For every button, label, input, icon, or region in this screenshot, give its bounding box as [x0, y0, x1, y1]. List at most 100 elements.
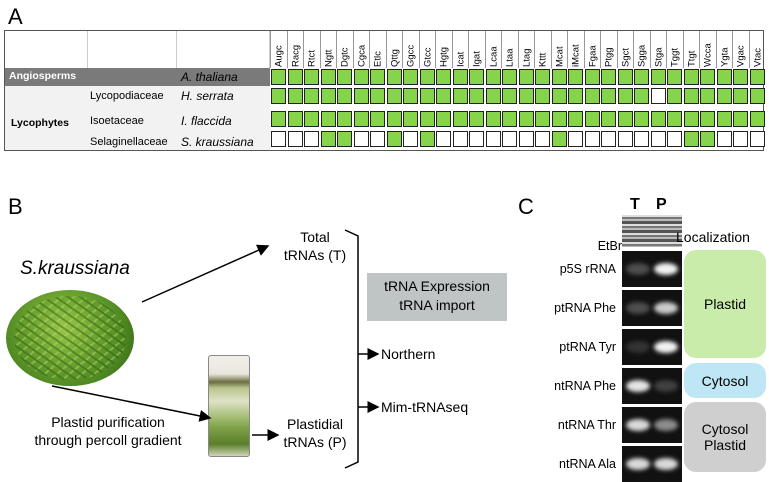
row-species-athaliana: A. thaliana [181, 70, 238, 84]
angiosperm-band [5, 68, 270, 86]
cell-present [716, 69, 732, 85]
cell-present [733, 111, 748, 127]
blot-band-p [654, 263, 678, 275]
cell-absent [304, 131, 319, 147]
cell-present [419, 111, 435, 127]
cell-absent [601, 131, 616, 147]
cell-present [320, 131, 336, 147]
column-header: Ttgt [682, 31, 700, 68]
column-header: Augc [270, 31, 287, 68]
cell-present [617, 88, 633, 104]
cell-present [551, 69, 567, 85]
column-header: Tggt [666, 31, 683, 68]
cell-present [667, 111, 682, 127]
cell-present [403, 88, 418, 104]
cell-present [287, 111, 303, 127]
cell-present [320, 69, 336, 85]
cell-present [452, 69, 468, 85]
column-header: Stga [649, 31, 667, 68]
row-species-iflaccida: I. flaccida [181, 114, 232, 128]
cell-present [403, 69, 418, 85]
northern-label: Northern [381, 346, 436, 362]
cell-present [271, 111, 286, 127]
column-header: Icat [451, 31, 469, 68]
cell-present [271, 69, 286, 85]
column-header: Vgac [732, 31, 749, 68]
cell-present [667, 88, 682, 104]
cell-present [634, 88, 649, 104]
cell-present [353, 69, 369, 85]
blot-label: p5S rRNA [559, 262, 616, 276]
arrow-to-tube [51, 385, 212, 422]
cell-present [634, 69, 649, 85]
column-header: Etlc [369, 31, 386, 68]
percoll-tube-image [208, 355, 250, 457]
cell-present [551, 111, 567, 127]
cell-present [617, 69, 633, 85]
column-header: iMcat [567, 31, 584, 68]
cell-present [650, 69, 666, 85]
column-header: Gtcc [418, 31, 436, 68]
cell-present [485, 88, 501, 104]
cell-present [436, 88, 451, 104]
cell-present [568, 69, 583, 85]
cell-present [419, 88, 435, 104]
analysis-box [367, 273, 507, 321]
cell-present [353, 111, 369, 127]
cell-present [304, 111, 319, 127]
moss-texture [14, 296, 126, 380]
cell-present [469, 111, 484, 127]
cell-present [304, 88, 319, 104]
column-header: Kttt [534, 31, 551, 68]
cell-present [370, 111, 385, 127]
cell-present [650, 111, 666, 127]
loc-both-line1: Cytosol [701, 421, 749, 437]
cell-absent [667, 131, 682, 147]
column-header: Qttg [385, 31, 403, 68]
column-header: Ptgg [600, 31, 617, 68]
cell-present [502, 88, 517, 104]
blot-band-p [654, 380, 678, 392]
cell-absent [436, 131, 451, 147]
etbr-gel [622, 215, 682, 247]
cell-absent [518, 131, 534, 147]
column-header: Sgga [633, 31, 650, 68]
column-header: Ltag [517, 31, 535, 68]
cell-absent [452, 131, 468, 147]
column-header: Ltaa [501, 31, 518, 68]
column-header: Racg [286, 31, 304, 68]
cell-absent [287, 131, 303, 147]
column-header: Fgaa [583, 31, 601, 68]
cell-absent [716, 131, 732, 147]
cell-present [320, 88, 336, 104]
cell-present [667, 69, 682, 85]
cell-present [452, 88, 468, 104]
localization-header: Localization [676, 229, 750, 245]
column-header: Cgca [352, 31, 370, 68]
cell-absent [568, 131, 583, 147]
row-family-isoetaceae: Isoetaceae [90, 115, 144, 127]
cell-absent [502, 131, 517, 147]
bracket [344, 229, 359, 469]
cell-present [535, 111, 550, 127]
cell-present [304, 69, 319, 85]
panel-a-letter: A [8, 4, 23, 29]
row-family-selaginellaceae: Selaginellaceae [90, 136, 168, 148]
cell-present [287, 88, 303, 104]
cell-present [700, 69, 715, 85]
cell-absent [617, 131, 633, 147]
column-header: Mcat [550, 31, 568, 68]
cell-present [518, 111, 534, 127]
cell-present [584, 111, 600, 127]
column-header: Dgtc [336, 31, 353, 68]
cell-present [733, 88, 748, 104]
cell-present [683, 69, 699, 85]
total-trnas-line2: tRNAs (T) [283, 247, 347, 263]
cell-absent [749, 131, 765, 147]
cell-present [436, 69, 451, 85]
cell-present [320, 111, 336, 127]
cell-absent [271, 131, 286, 147]
row-family-lycopodiaceae: Lycopodiaceae [90, 90, 164, 102]
blot-band-p [654, 419, 678, 431]
